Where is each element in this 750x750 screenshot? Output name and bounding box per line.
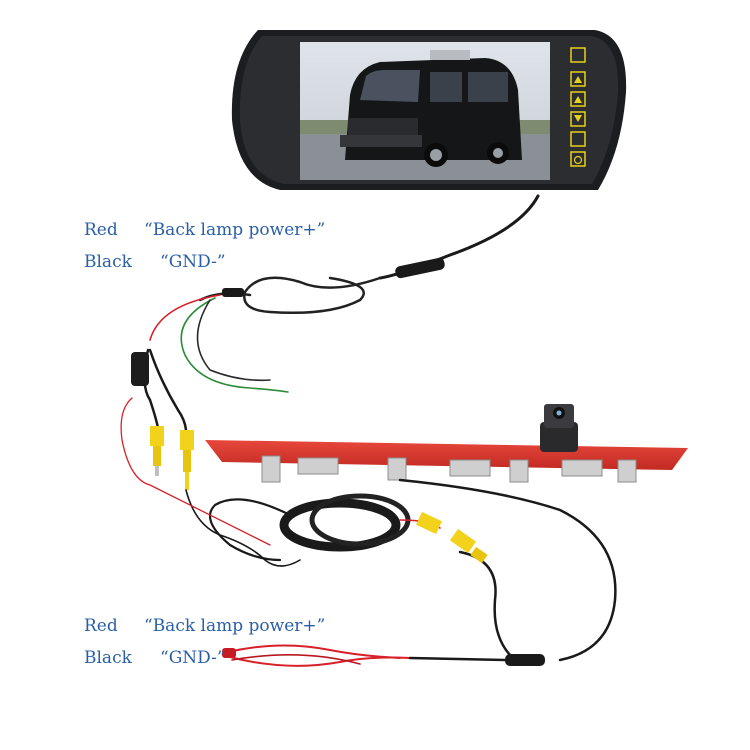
wiring-label-black-top: Black “GND-” (84, 252, 226, 272)
wiring-label-red-top: Red “Back lamp power+” (84, 220, 325, 240)
mode-icon[interactable] (570, 131, 586, 147)
wire-color-label: Black (84, 648, 132, 668)
wire-color-label: Red (84, 616, 118, 636)
wire-function-label: “GND-” (160, 252, 226, 272)
wire-function-label: “GND-” (160, 648, 226, 668)
down-arrow-icon[interactable] (570, 111, 586, 127)
monitor-screen (300, 42, 550, 180)
wiring-label-black-bottom: Black “GND-” (84, 648, 226, 668)
rca-connector (416, 512, 488, 564)
power-icon[interactable] (570, 151, 586, 167)
up-arrow-icon[interactable] (570, 71, 586, 87)
up-arrow-icon[interactable] (570, 91, 586, 107)
wiring-label-red-bottom: Red “Back lamp power+” (84, 616, 325, 636)
monitor-button-panel (570, 47, 586, 167)
wire-color-label: Black (84, 252, 132, 272)
wire-function-label: “Back lamp power+” (144, 220, 326, 240)
wire-color-label: Red (84, 220, 118, 240)
monitor-cable (120, 194, 540, 486)
rca-connector (180, 430, 194, 490)
menu-icon[interactable] (570, 47, 586, 63)
extension-cable (149, 478, 617, 662)
power-lead (222, 644, 545, 667)
rca-connector (150, 426, 164, 476)
wire-function-label: “Back lamp power+” (144, 616, 326, 636)
brake-light-camera (205, 404, 688, 483)
mirror-monitor (231, 30, 627, 190)
van-image (340, 50, 522, 167)
